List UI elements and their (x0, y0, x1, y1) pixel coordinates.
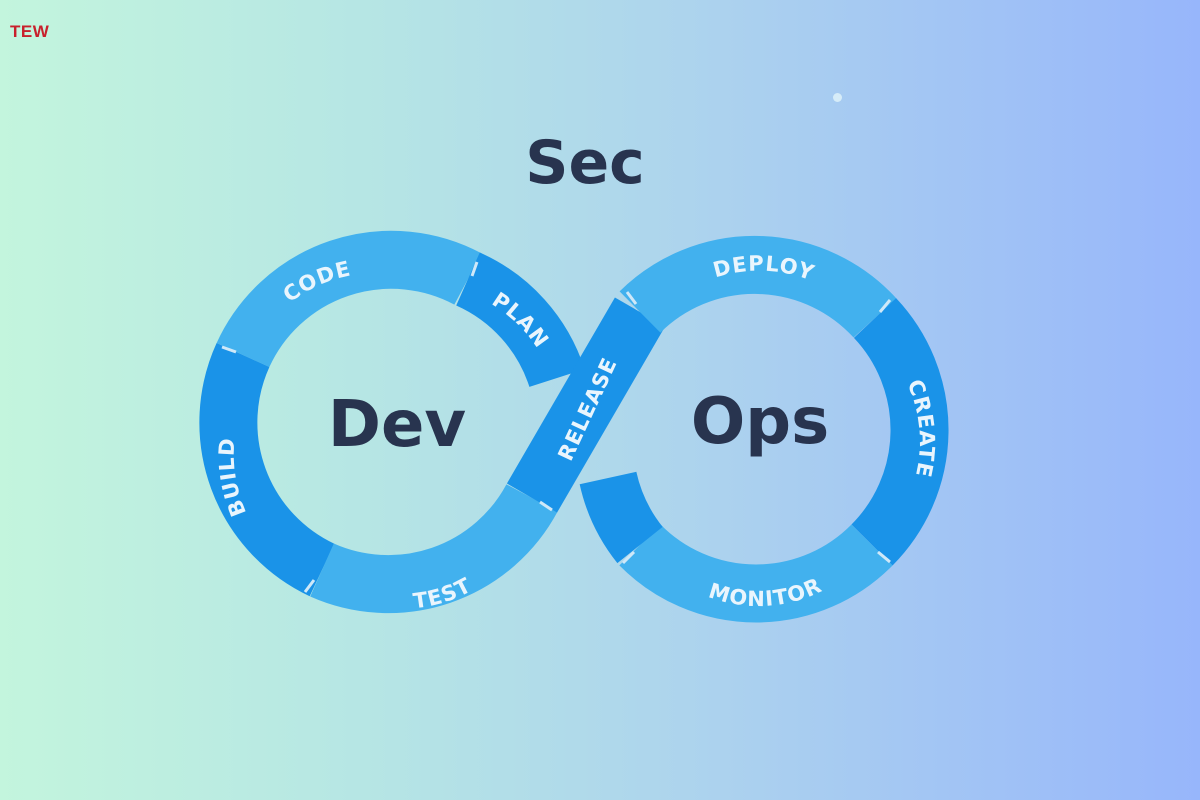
segment-code (216, 230, 482, 368)
segment-monitor-start (579, 471, 664, 564)
separator (470, 261, 479, 277)
separator (878, 299, 892, 313)
separator (221, 345, 237, 354)
ops-label: Ops (691, 385, 829, 459)
segment-create (850, 298, 949, 566)
sec-label: Sec (525, 128, 644, 198)
tew-logo: TEW (10, 22, 50, 41)
separator (625, 291, 638, 305)
segment-deploy (619, 235, 897, 339)
separator (621, 550, 636, 565)
segment-monitor (619, 524, 893, 623)
separator (539, 500, 553, 512)
separator (303, 579, 316, 593)
segment-release (506, 297, 666, 513)
separator (877, 550, 891, 564)
segment-plan (455, 252, 585, 388)
segment-test (310, 483, 558, 614)
dev-label: Dev (328, 388, 466, 462)
decorative-dot (833, 93, 842, 102)
segment-build (199, 343, 335, 597)
